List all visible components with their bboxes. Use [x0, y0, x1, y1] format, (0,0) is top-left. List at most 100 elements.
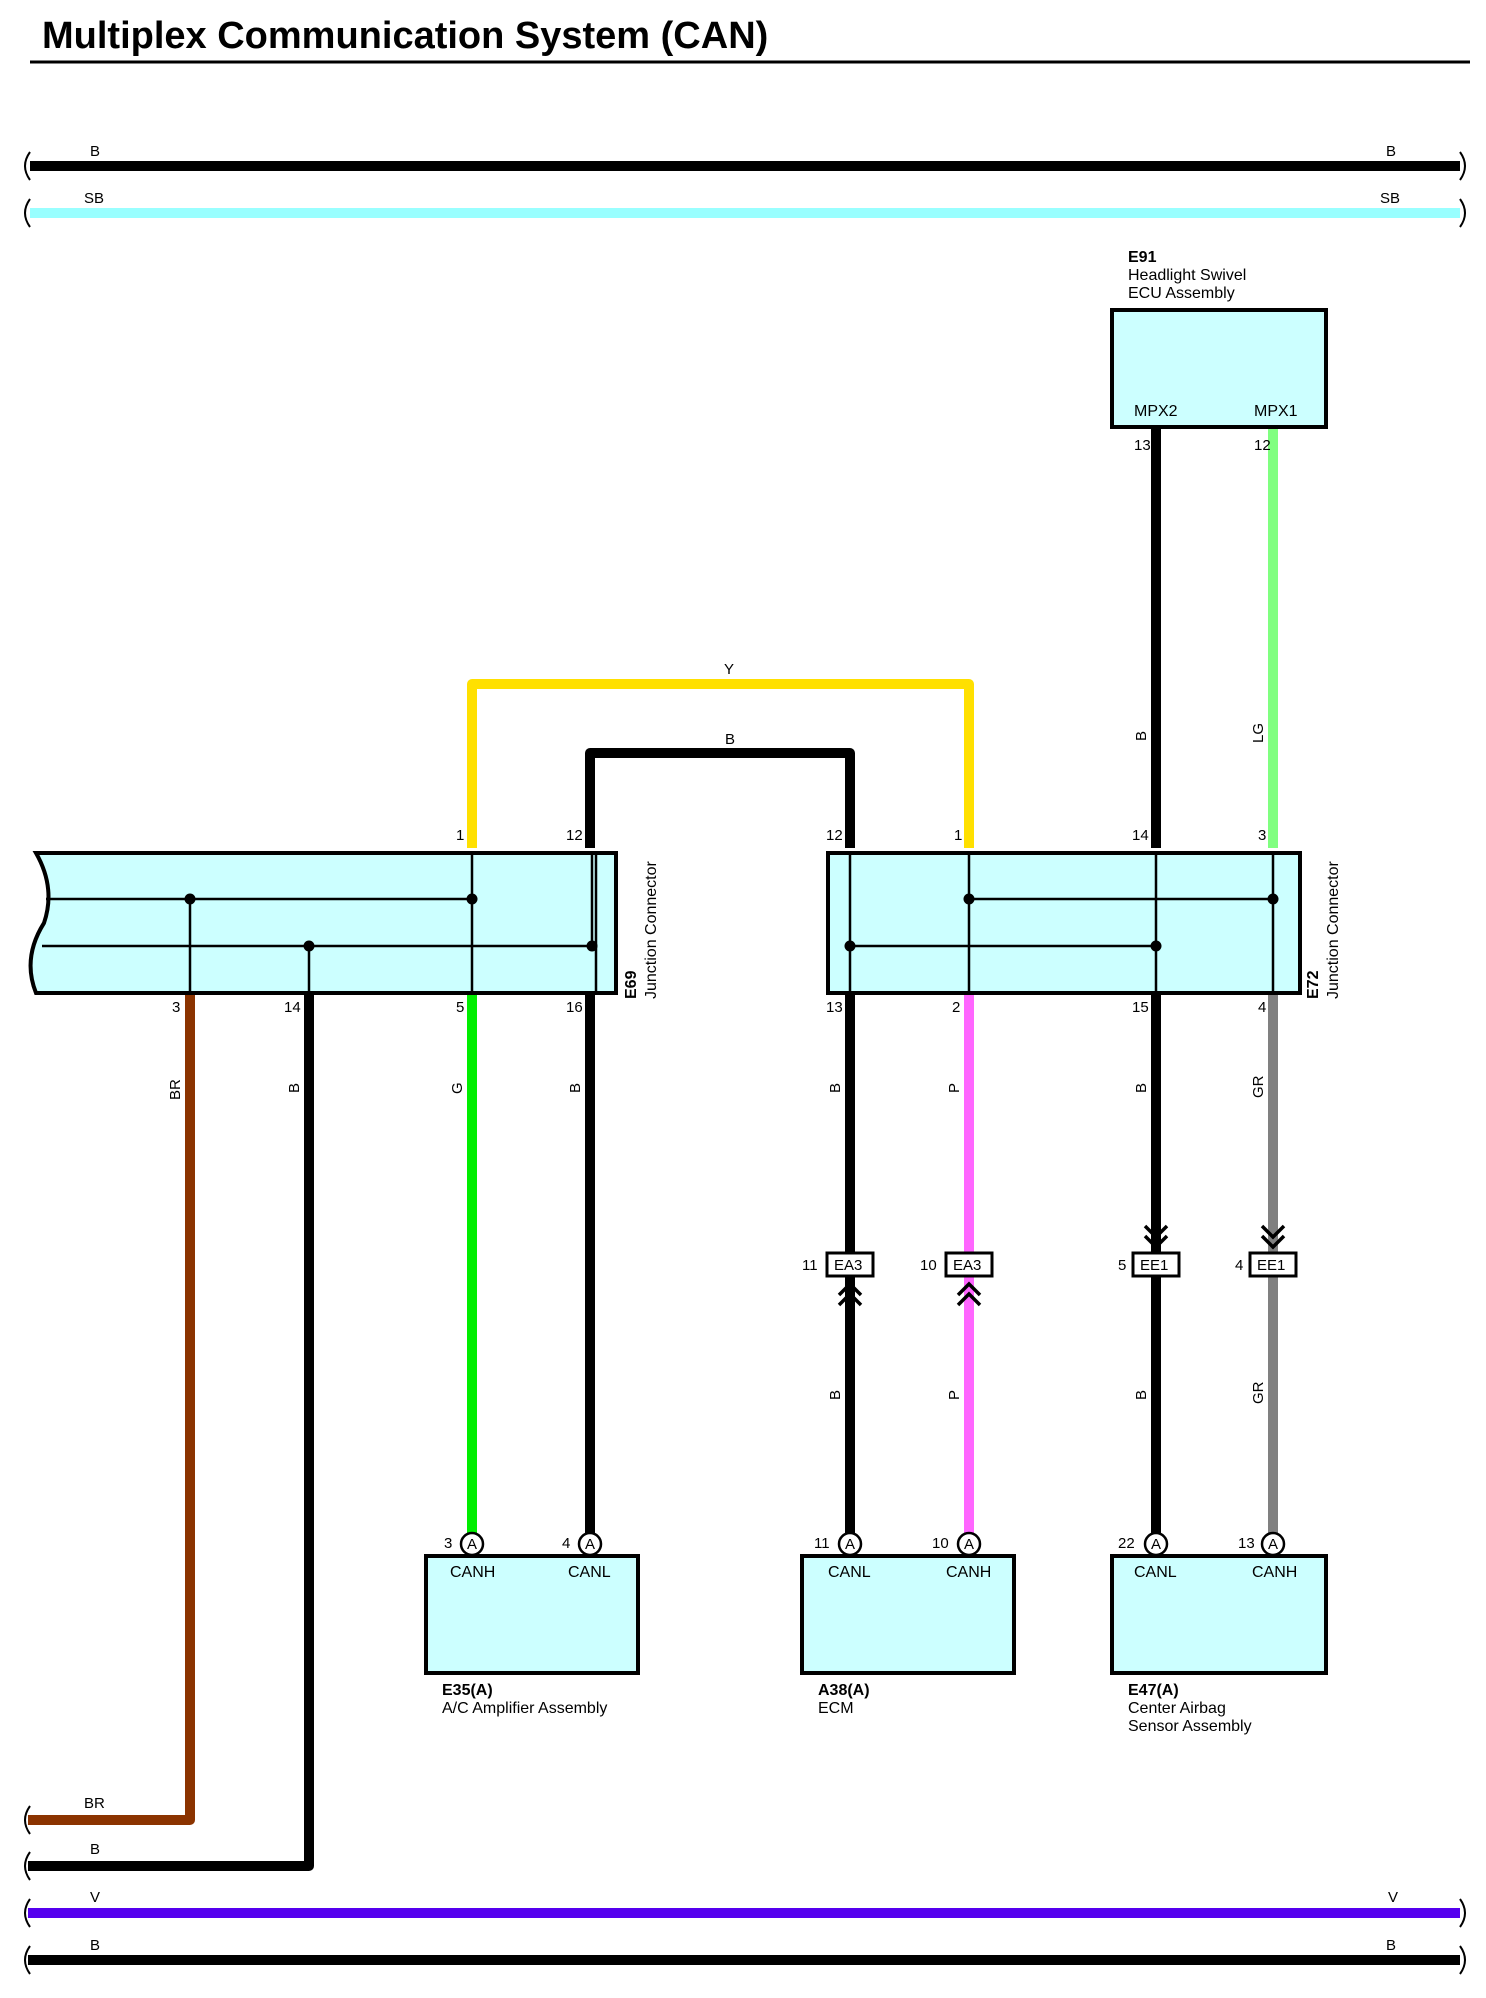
wire-e72-b15-label: B	[1133, 1083, 1150, 1093]
e69-pin-12: 12	[566, 827, 583, 844]
e35-name: A/C Amplifier Assembly	[442, 1700, 607, 1717]
e69-junction-connector: 1 12 3 14 5 16 E69 Junction Connector	[28, 827, 660, 1016]
e35-box	[424, 1554, 640, 1675]
e69-box	[28, 851, 618, 995]
wire-y-loop	[467, 679, 974, 848]
wire-e69-b14	[28, 992, 314, 1871]
bottom-bus-b2-left-label: B	[90, 1937, 100, 1954]
e72-pin-14: 14	[1132, 827, 1149, 844]
bottom-bus-b1-label: B	[90, 1841, 100, 1858]
a38-conn-letter-left: A	[845, 1536, 855, 1553]
bottom-bus-b2-right-label: B	[1386, 1937, 1396, 1954]
e69-pin-1: 1	[456, 827, 464, 844]
e47-name-line1: Center Airbag	[1128, 1700, 1226, 1717]
bottom-bus-br-label: BR	[84, 1795, 105, 1812]
wire-e91-b-label: B	[1133, 731, 1150, 741]
wire-p-label: P	[946, 1083, 963, 1093]
e69-pin-5: 5	[456, 999, 464, 1016]
top-bus-sb-left-label: SB	[84, 190, 104, 207]
e91-pin-12: 12	[1254, 437, 1271, 454]
top-bus-sb-right-label: SB	[1380, 190, 1400, 207]
e72-pin-1: 1	[954, 827, 962, 844]
e69-pin-14: 14	[284, 999, 301, 1016]
a38-name: ECM	[818, 1700, 854, 1717]
wire-e72-b13-label: B	[827, 1083, 844, 1093]
wire-ea3-b-low-label: B	[827, 1390, 844, 1400]
e91-term-mpx1: MPX1	[1254, 403, 1298, 420]
wire-y-label: Y	[724, 661, 734, 678]
module-e47-center-airbag-sensor: A A 22 13 CANL CANH E47(A) Center Airbag…	[1110, 1531, 1328, 1735]
e35-term-left: CANH	[450, 1564, 495, 1581]
a38-pin-right: 10	[932, 1535, 949, 1552]
wire-b-loop	[585, 748, 855, 848]
wire-b-loop-label: B	[725, 731, 735, 748]
e72-name: Junction Connector	[1325, 860, 1342, 999]
bottom-bus-v-right-label: V	[1388, 1889, 1398, 1906]
module-e35-ac-amplifier: A A 3 4 CANH CANL E35(A) A/C Amplifier A…	[424, 1531, 640, 1717]
ea3-11-name: EA3	[834, 1257, 862, 1274]
bottom-bus-v: V V	[24, 1889, 1466, 1928]
e91-name-line1: Headlight Swivel	[1128, 267, 1246, 284]
e47-box	[1110, 1554, 1328, 1675]
e72-pin-2: 2	[952, 999, 960, 1016]
top-bus-b: B B	[24, 143, 1466, 181]
e91-headlight-swivel-ecu: E91 Headlight Swivel ECU Assembly MPX2 M…	[1110, 249, 1328, 454]
e91-term-mpx2: MPX2	[1134, 403, 1178, 420]
wire-br-label: BR	[167, 1079, 184, 1100]
bottom-bus-b2: B B	[24, 1937, 1466, 1975]
top-bus-sb: SB SB	[24, 190, 1466, 228]
e47-term-right: CANH	[1252, 1564, 1297, 1581]
wire-ee1-b-low-label: B	[1133, 1390, 1150, 1400]
inline-connector-ee1-4: EE1 4	[1235, 1224, 1298, 1278]
e91-pin-13: 13	[1134, 437, 1151, 454]
wire-g-label: G	[449, 1082, 466, 1094]
e69-pin-3: 3	[172, 999, 180, 1016]
e35-code: E35(A)	[442, 1682, 493, 1699]
e47-pin-right: 13	[1238, 1535, 1255, 1552]
a38-term-left: CANL	[828, 1564, 871, 1581]
wire-gr-label: GR	[1250, 1075, 1267, 1098]
bottom-bus-br: BR	[24, 1795, 105, 1835]
a38-term-right: CANH	[946, 1564, 991, 1581]
top-bus-b-right-label: B	[1386, 143, 1396, 160]
bottom-bus-v-left-label: V	[90, 1889, 100, 1906]
e47-term-left: CANL	[1134, 1564, 1177, 1581]
ee1-5-pin: 5	[1118, 1257, 1126, 1274]
e35-conn-letter-left: A	[467, 1536, 477, 1553]
page-title: Multiplex Communication System (CAN)	[42, 15, 768, 57]
e35-term-right: CANL	[568, 1564, 611, 1581]
e72-pin-3: 3	[1258, 827, 1266, 844]
e69-pin-16: 16	[566, 999, 583, 1016]
wire-e91-lg-label: LG	[1250, 723, 1267, 743]
wire-ea3-p-low-label: P	[946, 1390, 963, 1400]
e91-box	[1110, 308, 1328, 429]
wire-e69-b14-label: B	[286, 1083, 303, 1093]
inline-connector-ee1-5: EE1 5	[1118, 1224, 1181, 1278]
a38-code: A38(A)	[818, 1682, 870, 1699]
ee1-4-pin: 4	[1235, 1257, 1243, 1274]
e35-pin-right: 4	[562, 1535, 570, 1552]
wire-br	[28, 992, 195, 1825]
e72-code: E72	[1305, 970, 1322, 999]
a38-pin-left: 11	[814, 1535, 830, 1552]
e72-junction-connector: 12 1 14 3 13 2 15 4 E72 Junction Connect…	[826, 827, 1342, 1016]
e69-code: E69	[623, 970, 640, 999]
e72-box	[826, 851, 1302, 995]
ea3-10-pin: 10	[920, 1257, 937, 1274]
a38-box	[800, 1554, 1016, 1675]
e91-name-line2: ECU Assembly	[1128, 285, 1235, 302]
e72-pin-15: 15	[1132, 999, 1149, 1016]
ee1-4-name: EE1	[1257, 1257, 1285, 1274]
e69-name: Junction Connector	[643, 860, 660, 999]
e72-pin-4: 4	[1258, 999, 1266, 1016]
e72-pin-13: 13	[826, 999, 843, 1016]
e91-code: E91	[1128, 249, 1157, 266]
inline-connector-ea3-11: EA3 11	[802, 1251, 875, 1307]
e47-pin-left: 22	[1118, 1535, 1135, 1552]
a38-conn-letter-right: A	[964, 1536, 974, 1553]
e47-code: E47(A)	[1128, 1682, 1179, 1699]
e47-conn-letter-right: A	[1268, 1536, 1278, 1553]
wire-e69-b16-label: B	[567, 1083, 584, 1093]
module-a38-ecm: A A 11 10 CANL CANH A38(A) ECM	[800, 1531, 1016, 1717]
